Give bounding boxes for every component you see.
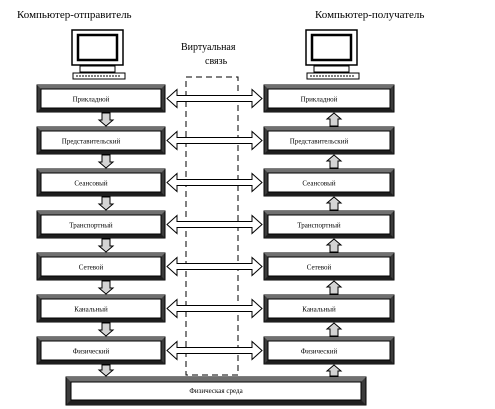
sender-layer-box: Сеансовый: [36, 168, 166, 197]
receiver-layer-box: Физический: [263, 336, 395, 365]
peer-protocol-arrow: [166, 298, 263, 319]
receiver-layer-box-label: Сеансовый: [302, 180, 335, 188]
sender-down-arrow: [97, 322, 115, 337]
receiver-layer-box-label: Физический: [301, 348, 338, 356]
receiver-layer-box-label: Представительский: [290, 138, 349, 146]
receiver-up-arrow: [325, 154, 343, 169]
receiver-layer-box-label: Транспортный: [297, 222, 341, 230]
physical-medium-label: Физическая среда: [189, 387, 243, 395]
receiver-up-arrow: [325, 196, 343, 211]
receiver-layer-box: Транспортный: [263, 210, 395, 239]
sender-down-arrow: [97, 154, 115, 169]
sender-down-arrow: [97, 112, 115, 127]
peer-protocol-arrow: [166, 256, 263, 277]
sender-layer-box-label: Представительский: [62, 138, 121, 146]
virtual-link-label-line1: Виртуальная: [181, 42, 236, 53]
receiver-layer-box-label: Сетевой: [307, 264, 332, 272]
sender-layer-box: Канальный: [36, 294, 166, 323]
sender-computer-icon: [71, 29, 126, 80]
receiver-computer-icon: [305, 29, 360, 80]
sender-down-arrow: [97, 196, 115, 211]
receiver-title: Компьютер-получатель: [315, 9, 424, 21]
receiver-layer-box-label: Канальный: [302, 306, 336, 314]
receiver-up-arrow: [325, 112, 343, 127]
sender-layer-box-label: Канальный: [74, 306, 108, 314]
peer-protocol-arrow: [166, 130, 263, 151]
sender-layer-box-label: Прикладной: [73, 96, 110, 104]
sender-layer-box: Прикладной: [36, 84, 166, 113]
sender-layer-box: Транспортный: [36, 210, 166, 239]
sender-layer-box: Физический: [36, 336, 166, 365]
receiver-up-arrow: [325, 364, 343, 377]
sender-layer-box-label: Физический: [73, 348, 110, 356]
receiver-layer-box-label: Прикладной: [301, 96, 338, 104]
receiver-layer-box: Прикладной: [263, 84, 395, 113]
peer-protocol-arrow: [166, 340, 263, 361]
receiver-layer-box: Сеансовый: [263, 168, 395, 197]
receiver-up-arrow: [325, 280, 343, 295]
receiver-up-arrow: [325, 238, 343, 253]
sender-layer-box-label: Сетевой: [79, 264, 104, 272]
receiver-layer-box: Канальный: [263, 294, 395, 323]
peer-protocol-arrow: [166, 172, 263, 193]
sender-layer-box: Представительский: [36, 126, 166, 155]
physical-medium-box: Физическая среда: [65, 376, 367, 406]
sender-down-arrow: [97, 238, 115, 253]
receiver-layer-box: Сетевой: [263, 252, 395, 281]
receiver-up-arrow: [325, 322, 343, 337]
sender-down-arrow: [97, 364, 115, 377]
sender-layer-box: Сетевой: [36, 252, 166, 281]
sender-down-arrow: [97, 280, 115, 295]
peer-protocol-arrow: [166, 214, 263, 235]
sender-layer-box-label: Сеансовый: [74, 180, 107, 188]
virtual-link-label-line2: связь: [205, 56, 228, 67]
sender-title: Компьютер-отправитель: [17, 9, 132, 21]
receiver-layer-box: Представительский: [263, 126, 395, 155]
sender-layer-box-label: Транспортный: [69, 222, 113, 230]
peer-protocol-arrow: [166, 88, 263, 109]
